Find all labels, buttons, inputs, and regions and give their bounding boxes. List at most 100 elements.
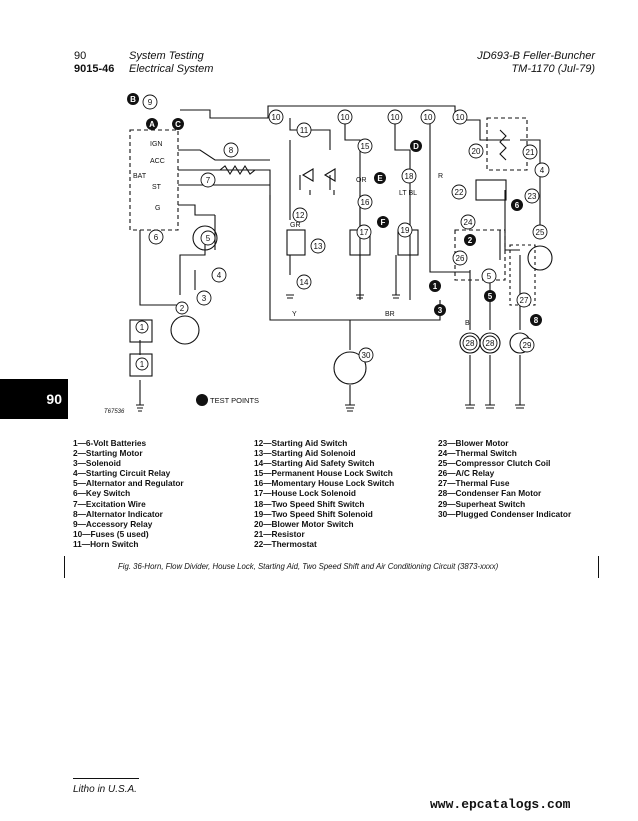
svg-text:18: 18 xyxy=(405,172,414,181)
svg-text:3: 3 xyxy=(202,294,207,303)
legend-item: 13—Starting Aid Solenoid xyxy=(254,448,356,459)
svg-text:24: 24 xyxy=(464,218,473,227)
svg-text:28: 28 xyxy=(466,339,475,348)
legend-item: 30—Plugged Condenser Indicator xyxy=(438,508,572,519)
svg-text:10: 10 xyxy=(456,113,465,122)
svg-text:27: 27 xyxy=(520,296,529,305)
svg-text:8: 8 xyxy=(534,316,539,325)
svg-text:1: 1 xyxy=(140,323,145,332)
svg-text:F: F xyxy=(381,218,386,227)
svg-text:22: 22 xyxy=(455,188,464,197)
legend-col-2: 12—Starting Aid Switch 13—Starting Aid S… xyxy=(254,438,394,549)
svg-text:14: 14 xyxy=(300,278,309,287)
svg-text:21: 21 xyxy=(526,148,535,157)
svg-text:2: 2 xyxy=(468,236,473,245)
svg-text:10: 10 xyxy=(391,113,400,122)
litho-footer: Litho in U.S.A. xyxy=(73,784,137,795)
header-title-1: System Testing xyxy=(129,50,204,62)
legend-item: 8—Alternator Indicator xyxy=(73,508,163,519)
wire-label-r: R xyxy=(438,173,443,180)
legend-item: 19—Two Speed Shift Solenoid xyxy=(254,508,373,519)
legend-item: 2—Starting Motor xyxy=(73,448,143,459)
svg-text:4: 4 xyxy=(540,166,545,175)
caption-right-rule xyxy=(598,556,599,578)
section-code: 9015-46 xyxy=(74,63,115,75)
svg-text:6: 6 xyxy=(515,201,520,210)
header-manual: TM-1170 (Jul-79) xyxy=(511,63,595,75)
header-model: JD693-B Feller-Buncher xyxy=(477,50,595,62)
wire-label-br: BR xyxy=(385,311,395,318)
svg-text:C: C xyxy=(175,120,181,129)
footer-rule xyxy=(73,778,139,779)
legend-item: 10—Fuses (5 used) xyxy=(73,528,149,539)
svg-text:E: E xyxy=(377,174,383,183)
svg-text:20: 20 xyxy=(472,147,481,156)
svg-text:5: 5 xyxy=(488,292,493,301)
legend-item: 6—Key Switch xyxy=(73,488,131,499)
legend-item: 4—Starting Circuit Relay xyxy=(73,468,171,479)
svg-text:26: 26 xyxy=(456,254,465,263)
wire-label-or: OR xyxy=(356,177,367,184)
svg-text:1: 1 xyxy=(140,360,145,369)
label-acc: ACC xyxy=(150,158,165,165)
wire-label-gr: GR xyxy=(290,222,301,229)
svg-text:10: 10 xyxy=(424,113,433,122)
legend-item: 23—Blower Motor xyxy=(438,438,509,448)
svg-text:A: A xyxy=(149,120,155,129)
drawing-id: T67536 xyxy=(104,409,125,415)
svg-text:5: 5 xyxy=(487,272,492,281)
svg-text:12: 12 xyxy=(296,211,305,220)
legend-col-3: 23—Blower Motor 24—Thermal Switch 25—Com… xyxy=(438,438,571,519)
svg-text:15: 15 xyxy=(361,142,370,151)
svg-text:7: 7 xyxy=(206,176,211,185)
legend-item: 18—Two Speed Shift Switch xyxy=(254,498,365,509)
svg-text:19: 19 xyxy=(401,226,410,235)
wire-label-b: B xyxy=(465,320,470,327)
legend-item: 15—Permanent House Lock Switch xyxy=(254,468,393,479)
legend-item: 5—Alternator and Regulator xyxy=(73,478,184,489)
svg-text:28: 28 xyxy=(486,339,495,348)
legend-item: 11—Horn Switch xyxy=(73,538,139,549)
legend-item: 21—Resistor xyxy=(254,528,305,539)
svg-text:23: 23 xyxy=(528,192,537,201)
label-st: ST xyxy=(152,184,162,191)
svg-text:2: 2 xyxy=(180,304,185,313)
svg-text:3: 3 xyxy=(438,306,443,315)
wire-label-lt-bl: LT BL xyxy=(399,190,417,197)
legend-item: 28—Condenser Fan Motor xyxy=(438,488,542,499)
svg-text:10: 10 xyxy=(341,113,350,122)
test-points-label: TEST POINTS xyxy=(210,396,259,405)
svg-text:6: 6 xyxy=(154,233,159,242)
legend-item: 14—Starting Aid Safety Switch xyxy=(254,458,375,469)
svg-text:17: 17 xyxy=(360,228,369,237)
svg-text:11: 11 xyxy=(300,126,309,135)
wire-label-y: Y xyxy=(292,311,297,318)
label-ign: IGN xyxy=(150,141,162,148)
legend-col-1: 1—6-Volt Batteries 2—Starting Motor 3—So… xyxy=(73,438,184,549)
legend-item: 12—Starting Aid Switch xyxy=(254,438,348,448)
watermark-url: www.epcatalogs.com xyxy=(430,797,571,812)
legend-item: 16—Momentary House Lock Switch xyxy=(254,478,395,489)
callout-label: 9 xyxy=(148,98,153,107)
svg-text:25: 25 xyxy=(536,228,545,237)
legend-item: 24—Thermal Switch xyxy=(438,448,517,459)
legend-item: 17—House Lock Solenoid xyxy=(254,488,356,499)
figure-caption: Fig. 36-Horn, Flow Divider, House Lock, … xyxy=(118,562,499,571)
svg-text:30: 30 xyxy=(362,351,371,360)
legend-item: 7—Excitation Wire xyxy=(73,498,146,509)
svg-text:13: 13 xyxy=(314,242,323,251)
caption-left-rule xyxy=(64,556,65,578)
svg-text:10: 10 xyxy=(272,113,281,122)
section-tab: 90 xyxy=(0,379,68,419)
label-g: G xyxy=(155,205,160,212)
svg-text:8: 8 xyxy=(229,146,234,155)
svg-text:B: B xyxy=(130,95,136,104)
svg-text:D: D xyxy=(413,142,419,151)
label-bat: BAT xyxy=(133,173,147,180)
legend-item: 25—Compressor Clutch Coil xyxy=(438,458,551,469)
header-title-2: Electrical System xyxy=(129,63,214,75)
legend-item: 29—Superheat Switch xyxy=(438,498,526,509)
svg-text:5: 5 xyxy=(206,234,211,243)
legend-item: 9—Accessory Relay xyxy=(73,518,153,529)
svg-text:4: 4 xyxy=(217,271,222,280)
